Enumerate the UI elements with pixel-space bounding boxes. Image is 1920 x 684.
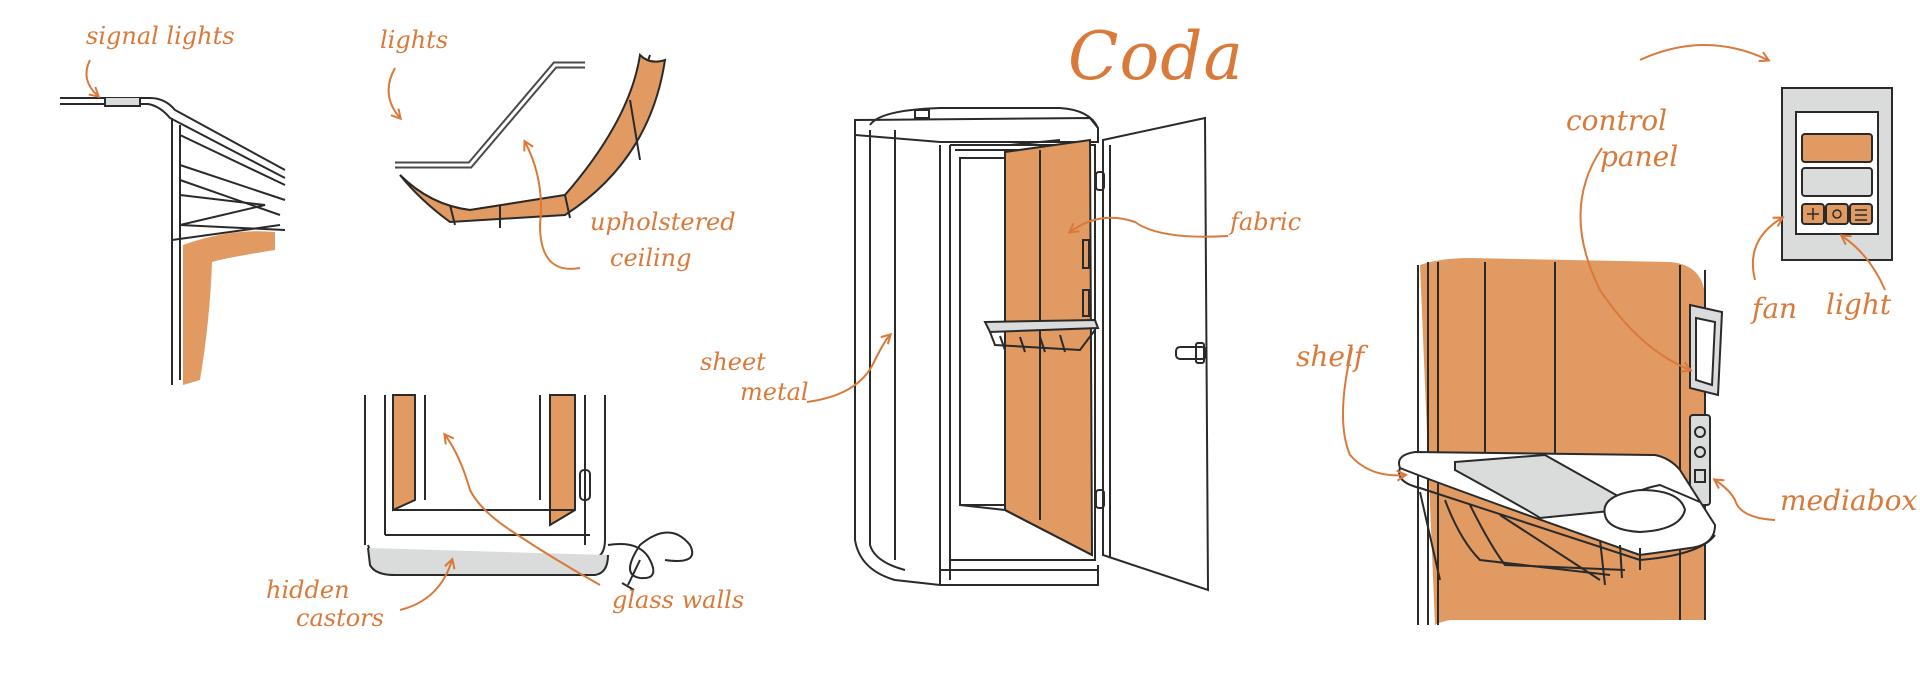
label-lights: lights [380, 26, 449, 54]
signal-lights-detail [60, 97, 286, 385]
label-shelf: shelf [1296, 340, 1365, 373]
label-sheet: sheet [700, 348, 766, 376]
label-mediabox: mediabox [1780, 484, 1918, 517]
arrow-upholstered-ceiling [525, 142, 581, 270]
annotation-arrows [85, 44, 1886, 611]
arrow-glass-walls [445, 435, 601, 586]
arrow-light [1842, 236, 1886, 291]
label-light: light [1826, 288, 1892, 321]
label-hidden: hidden [266, 576, 350, 604]
ceiling-detail [395, 52, 667, 228]
label-metal: metal [740, 378, 809, 406]
arrow-mediabox [1715, 480, 1776, 521]
label-control: control [1566, 104, 1668, 137]
label-fabric: fabric [1230, 208, 1302, 236]
arrow-to-control-panel-zoom [1639, 44, 1768, 60]
label-signal-lights: signal lights [86, 22, 235, 50]
control-panel [1781, 87, 1893, 261]
label-panel: panel [1600, 140, 1679, 173]
coda-booth [854, 107, 1210, 592]
arrow-lights [387, 67, 400, 118]
label-ceiling: ceiling [610, 244, 692, 272]
label-fan: fan [1752, 292, 1798, 325]
base-detail [364, 394, 694, 591]
arrow-shelf [1341, 347, 1405, 475]
label-upholstered: upholstered [590, 208, 736, 236]
arrow-fan [1751, 218, 1782, 281]
label-glass-walls: glass walls [612, 586, 745, 614]
diagram-title: Coda [1068, 18, 1244, 95]
arrow-hidden-castors [399, 560, 452, 611]
arrow-signal-lights [85, 59, 98, 96]
arrow-control-panel [1579, 147, 1690, 370]
label-castors: castors [296, 604, 384, 632]
interior-detail [1398, 258, 1724, 625]
arrow-fabric [1070, 216, 1229, 238]
arrow-sheet-metal [806, 335, 890, 403]
